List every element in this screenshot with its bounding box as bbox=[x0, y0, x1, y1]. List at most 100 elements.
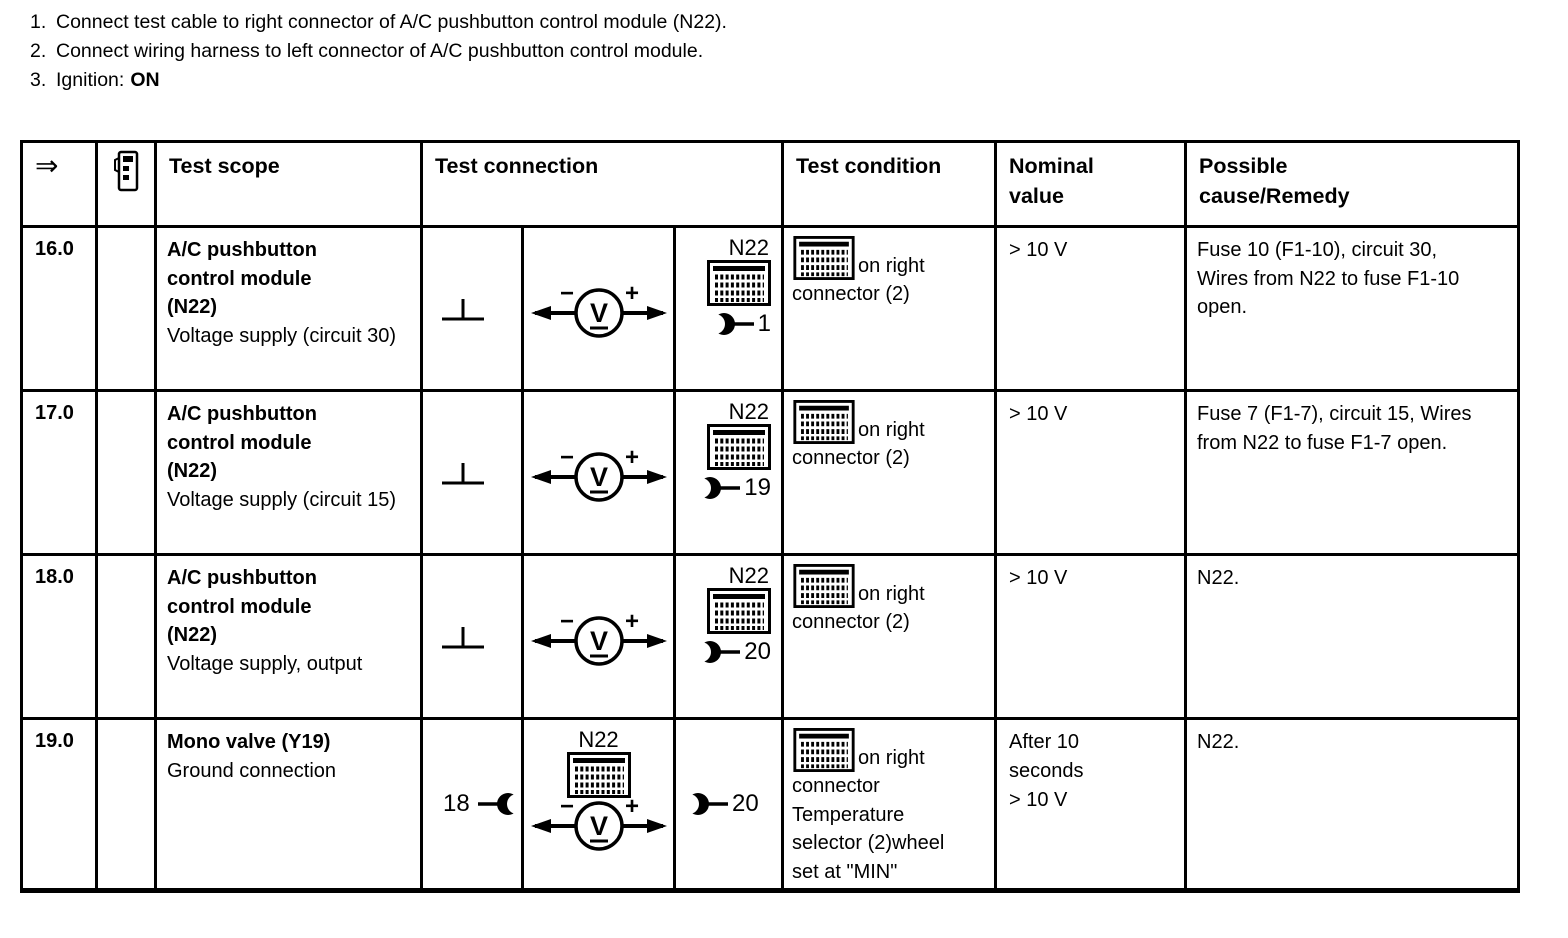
meter-letter: V bbox=[589, 462, 607, 492]
meter-letter: V bbox=[589, 298, 607, 328]
instruction-line: 2. Connect wiring harness to left connect… bbox=[30, 37, 727, 66]
test-procedure-table: ⇒ Test scope Test connection Test condit… bbox=[20, 140, 1520, 893]
module-label: N22 bbox=[578, 727, 619, 752]
remedy-text: Fuse 7 (F1-7), circuit 15, Wires from N2… bbox=[1197, 403, 1472, 454]
socket-pin-icon bbox=[698, 477, 741, 499]
scope-title: A/C pushbutton control module (N22) bbox=[167, 403, 317, 482]
instruction-number: 1. bbox=[30, 11, 47, 33]
voltmeter-icon: V − + bbox=[530, 793, 667, 851]
instruction-text: Connect test cable to right connector of… bbox=[56, 11, 727, 33]
test-scope-cell: A/C pushbutton control module (N22) Volt… bbox=[157, 556, 423, 720]
scope-title: A/C pushbutton control module (N22) bbox=[167, 567, 317, 646]
connection-ground-cell bbox=[423, 556, 524, 720]
ground-icon bbox=[442, 626, 484, 648]
module-label: N22 bbox=[728, 399, 769, 424]
minus-sign: − bbox=[559, 793, 573, 820]
scope-description: Voltage supply (circuit 30) bbox=[167, 324, 397, 347]
connection-pin-cell: N22 1 bbox=[676, 228, 784, 392]
module-label: N22 bbox=[728, 563, 769, 588]
column-title: Test connection bbox=[435, 154, 599, 178]
instruction-text: Ignition: bbox=[56, 69, 125, 91]
remedy-cell: Fuse 7 (F1-7), circuit 15, Wires from N2… bbox=[1187, 392, 1517, 556]
nominal-value: > 10 V bbox=[1009, 403, 1068, 425]
connection-meter-cell: V − + bbox=[524, 228, 676, 392]
pin-number: 19 bbox=[744, 474, 771, 501]
nominal-value: After 10 bbox=[1009, 731, 1080, 753]
test-condition-cell: on right connector Temperature selector … bbox=[784, 720, 997, 888]
voltmeter-icon: V − + bbox=[530, 444, 667, 502]
scope-description: Voltage supply (circuit 15) bbox=[167, 488, 397, 511]
instruction-number: 3. bbox=[30, 69, 47, 91]
step-number-cell: 16.0 bbox=[23, 228, 98, 392]
condition-text: connector bbox=[792, 775, 880, 797]
connection-pin-cell: N22 20 bbox=[676, 556, 784, 720]
pin-connection: 19 bbox=[698, 474, 771, 502]
socket-pin-icon bbox=[698, 641, 741, 663]
pin-number: 20 bbox=[744, 638, 771, 665]
header-cell-tester bbox=[98, 143, 157, 228]
tester-cell-empty bbox=[98, 392, 157, 556]
condition-text: Temperature bbox=[792, 803, 905, 826]
header-cell-test-condition: Test condition bbox=[784, 143, 997, 228]
connection-pin-cell: N22 19 bbox=[676, 392, 784, 556]
condition-text: selector (2)wheel bbox=[792, 832, 945, 854]
header-cell-test-scope: Test scope bbox=[157, 143, 423, 228]
condition-text: connector (2) bbox=[792, 611, 910, 633]
connection-pin-right-cell: 20 bbox=[676, 720, 784, 888]
nominal-value: > 10 V bbox=[1009, 239, 1068, 261]
step-number-cell: 19.0 bbox=[23, 720, 98, 888]
connector-grid-icon bbox=[793, 728, 855, 772]
tester-cell-empty bbox=[98, 228, 157, 392]
condition-text: on right bbox=[858, 418, 925, 441]
remedy-text: Fuse 10 (F1-10), circuit 30, Wires from … bbox=[1197, 239, 1460, 318]
nominal-value-cell: After 10 seconds > 10 V bbox=[997, 720, 1187, 888]
instruction-text: Connect wiring harness to left connector… bbox=[56, 40, 704, 62]
connector-grid-icon bbox=[707, 424, 771, 470]
nominal-value-cell: > 10 V bbox=[997, 392, 1187, 556]
connection-meter-cell: N22 V − + bbox=[524, 720, 676, 888]
connection-ground-cell bbox=[423, 228, 524, 392]
column-title: Possible cause/Remedy bbox=[1199, 154, 1350, 208]
connection-pin-left-cell: 18 bbox=[423, 720, 524, 888]
plus-sign: + bbox=[624, 793, 638, 820]
header-cell-nominal-value: Nominal value bbox=[997, 143, 1187, 228]
test-scope-cell: A/C pushbutton control module (N22) Volt… bbox=[157, 392, 423, 556]
connector-grid-icon bbox=[793, 564, 855, 608]
socket-pin-icon bbox=[477, 793, 520, 815]
scope-title: A/C pushbutton control module (N22) bbox=[167, 239, 317, 318]
socket-pin-icon bbox=[686, 793, 728, 815]
plus-sign: + bbox=[624, 608, 638, 635]
instruction-text-bold: ON bbox=[130, 69, 160, 91]
condition-text: set at "MIN" bbox=[792, 860, 898, 883]
instruction-number: 2. bbox=[30, 40, 47, 62]
step-number: 19.0 bbox=[35, 730, 74, 752]
scope-title: Mono valve (Y19) bbox=[167, 731, 331, 753]
nominal-value: seconds bbox=[1009, 760, 1084, 782]
remedy-cell: N22. bbox=[1187, 556, 1517, 720]
double-arrow-icon: ⇒ bbox=[35, 150, 59, 181]
step-number: 18.0 bbox=[35, 566, 74, 588]
connector-grid-icon bbox=[793, 400, 855, 444]
pin-number: 20 bbox=[732, 790, 759, 817]
column-title: Nominal value bbox=[1009, 154, 1094, 208]
test-condition-cell: on right connector (2) bbox=[784, 556, 997, 720]
remedy-text: N22. bbox=[1197, 567, 1240, 589]
step-number: 17.0 bbox=[35, 402, 74, 424]
ground-icon bbox=[442, 462, 484, 484]
tester-cell-empty bbox=[98, 556, 157, 720]
remedy-cell: N22. bbox=[1187, 720, 1517, 888]
ground-icon bbox=[442, 298, 484, 320]
condition-text: connector (2) bbox=[792, 447, 910, 469]
condition-text: connector (2) bbox=[792, 283, 910, 305]
plus-sign: + bbox=[624, 444, 638, 471]
connector-grid-icon bbox=[707, 588, 771, 634]
module-label: N22 bbox=[728, 235, 769, 260]
nominal-value: > 10 V bbox=[1009, 567, 1068, 589]
minus-sign: − bbox=[559, 444, 573, 471]
minus-sign: − bbox=[559, 280, 573, 307]
instruction-line: 3. Ignition:ON bbox=[30, 66, 727, 95]
pin-connection: 1 bbox=[711, 310, 771, 338]
remedy-cell: Fuse 10 (F1-10), circuit 30, Wires from … bbox=[1187, 228, 1517, 392]
test-condition-cell: on right connector (2) bbox=[784, 228, 997, 392]
condition-text: on right bbox=[858, 254, 925, 277]
